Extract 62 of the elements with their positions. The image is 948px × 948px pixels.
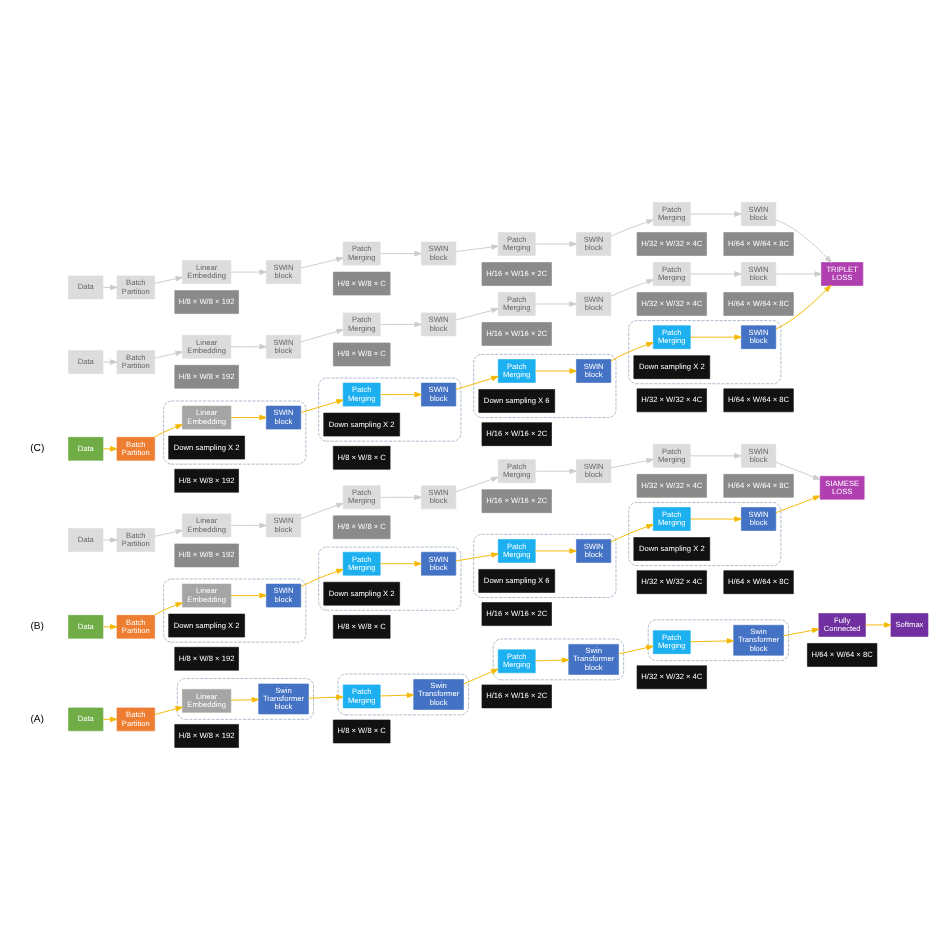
arrow (379, 249, 422, 256)
arrow (300, 398, 344, 413)
arrow (610, 218, 654, 236)
arrow (775, 218, 832, 262)
arrow (775, 460, 821, 479)
arrow (300, 255, 344, 268)
arrow (300, 501, 344, 519)
arrow (154, 275, 183, 283)
arrow (154, 528, 183, 536)
cluster (163, 577, 307, 642)
arrow (455, 374, 499, 389)
arrow (865, 621, 892, 627)
arrow (102, 358, 118, 364)
arrow (300, 567, 344, 587)
cluster (318, 545, 462, 610)
arrow (618, 643, 654, 654)
arrow (379, 560, 422, 566)
arrow (230, 591, 267, 598)
cluster (473, 533, 617, 597)
cluster (318, 376, 462, 441)
cluster (628, 319, 782, 384)
arrow (610, 278, 654, 296)
arrow (463, 667, 499, 684)
arrow (230, 343, 267, 349)
arrow (455, 475, 499, 492)
arrow (610, 457, 654, 468)
arrow (534, 656, 570, 662)
arrow (534, 367, 577, 373)
arrow (102, 536, 118, 542)
arrow (102, 715, 118, 722)
arrow (689, 637, 735, 643)
arrow (230, 696, 259, 702)
arrow (154, 705, 183, 714)
arrow (455, 243, 499, 251)
arrow (379, 390, 422, 397)
arrow (689, 452, 742, 458)
arrow (379, 493, 422, 500)
arrow (783, 626, 820, 636)
arrow (455, 306, 499, 320)
arrow (379, 320, 422, 327)
arrow (308, 693, 344, 699)
arrow (153, 601, 183, 615)
arrow (230, 413, 267, 420)
arrow (230, 521, 267, 528)
arrow (154, 349, 183, 358)
arrow (102, 445, 118, 451)
arrow (153, 423, 183, 437)
arrow (534, 547, 577, 553)
arrow (102, 623, 118, 629)
arrow (610, 341, 654, 361)
arrow (534, 467, 577, 473)
arrow (300, 327, 344, 342)
cluster (628, 501, 782, 565)
arrow (689, 515, 742, 521)
arrow (455, 551, 499, 561)
arrow (775, 494, 821, 513)
arrow (610, 523, 654, 542)
arrow (689, 333, 742, 339)
cluster (473, 353, 617, 417)
cluster (163, 399, 307, 464)
arrow (775, 284, 832, 329)
arrow (379, 691, 415, 697)
